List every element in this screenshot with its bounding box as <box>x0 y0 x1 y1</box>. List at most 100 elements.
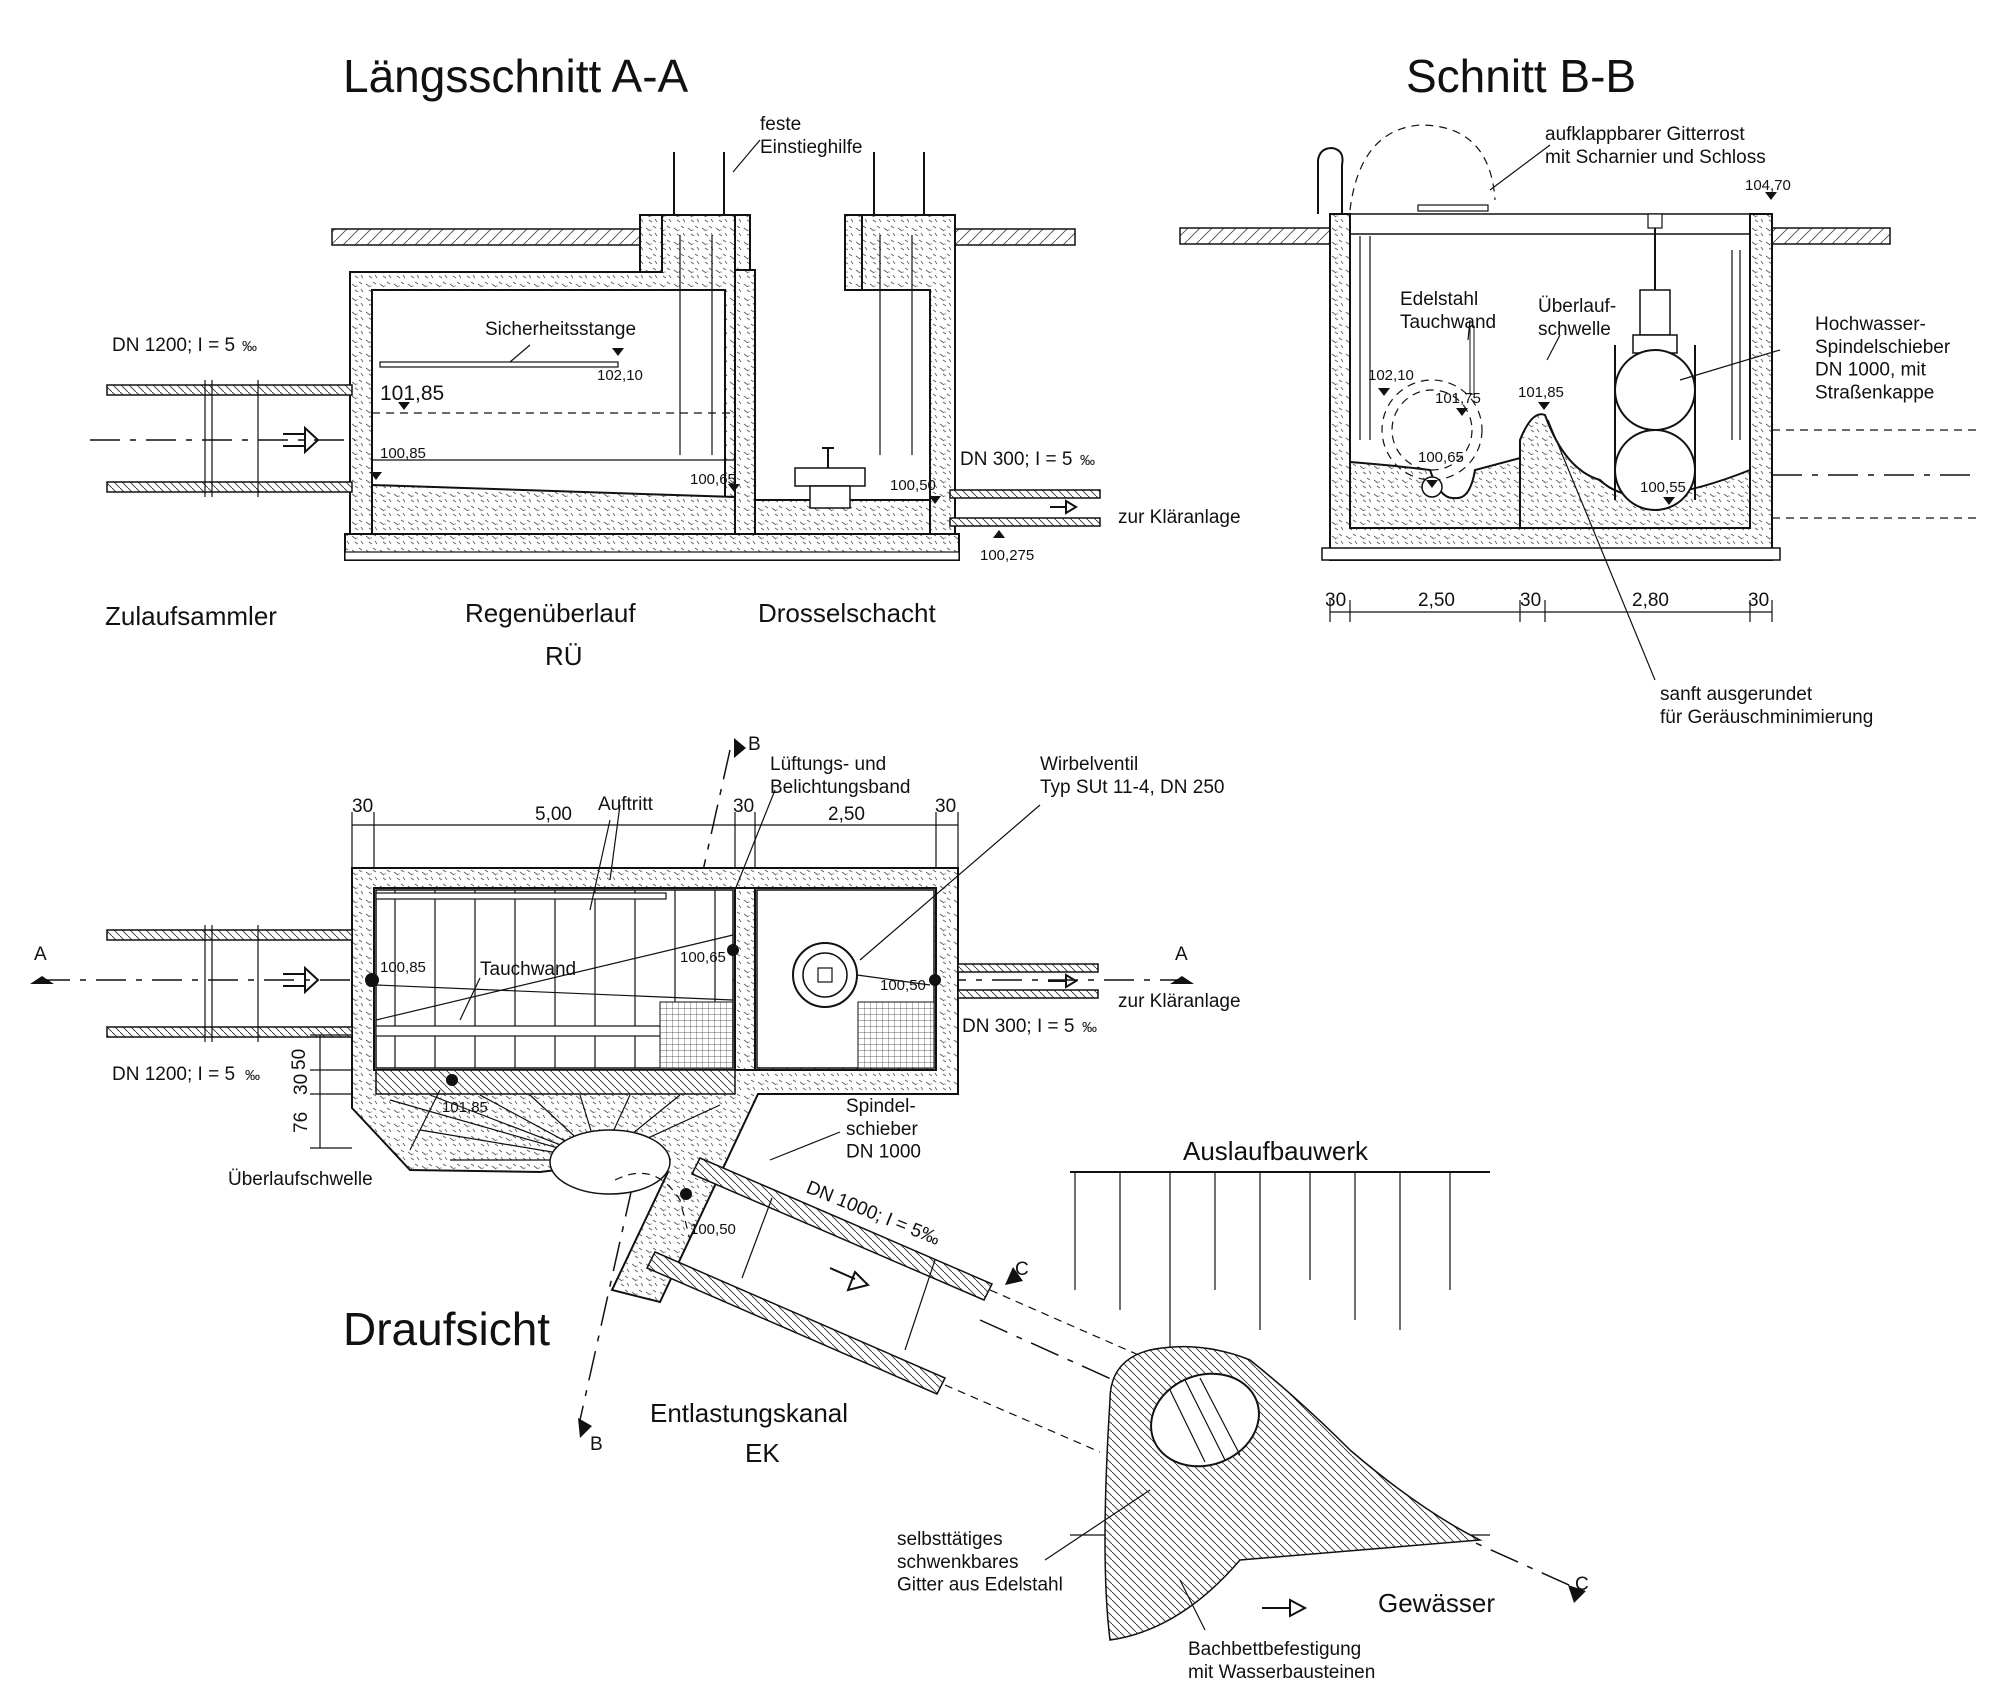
plan-to-plant-label: zur Kläranlage <box>1118 991 1241 1012</box>
plan-inlet-pipe-label: DN 1200; I = 5 <box>112 1064 235 1085</box>
label-throttle-shaft: Drosselschacht <box>758 598 937 628</box>
ladder-right <box>879 235 913 455</box>
throttle-shaft-left <box>844 214 863 291</box>
plan-outlet-fan <box>389 1094 721 1241</box>
grate-frame <box>1329 213 1773 235</box>
level-100-50: 100,50 <box>890 477 936 494</box>
baffle-plate <box>1469 325 1475 395</box>
level-102-10: 102,10 <box>597 367 643 384</box>
cut-b-top: B <box>748 734 761 755</box>
title-longitudinal-section: Längsschnitt A-A <box>343 50 689 102</box>
dim-b-0: 30 <box>1325 590 1346 611</box>
safety-bar <box>379 361 619 368</box>
step-label: Auftritt <box>598 794 654 815</box>
level-100-85: 100,85 <box>380 445 426 462</box>
relief-pipe <box>645 1157 1586 1603</box>
plan-level-100-50b: 100,50 <box>690 1221 736 1238</box>
inlet-pipe-bottom <box>106 481 353 493</box>
throttle-bench <box>754 499 931 535</box>
spindle-gate <box>1614 213 1696 511</box>
plan-level-100-65: 100,65 <box>680 949 726 966</box>
inlet-pipe-label: DN 1200; I = 5 <box>112 335 235 356</box>
level-104-70: 104,70 <box>1745 177 1791 194</box>
b-level-101-85: 101,85 <box>1518 384 1564 401</box>
dim-side-1: 30 <box>291 1074 312 1095</box>
outlet-pipe-permille: ‰ <box>1080 452 1095 469</box>
mesh-overflow <box>659 1001 734 1069</box>
ground-b-right <box>1771 227 1891 245</box>
inlet-pipe-section <box>1381 379 1483 481</box>
b-level-100-55: 100,55 <box>1640 479 1686 496</box>
cut-a-left: A <box>34 944 47 965</box>
cut-b-bottom: B <box>590 1434 603 1455</box>
plan-outlet-pipe-top <box>957 963 1099 973</box>
overflow-bench <box>371 483 736 535</box>
flow-arrow <box>283 425 320 455</box>
level-101-85: 101,85 <box>380 382 444 405</box>
plan-inlet-pipe-bottom <box>106 1026 353 1038</box>
weir-plan-label: Überlaufschwelle <box>228 1169 373 1190</box>
cut-c-top: C <box>1015 1259 1029 1280</box>
plan-weir-strip <box>375 1069 736 1095</box>
title-section-b: Schnitt B-B <box>1406 50 1636 102</box>
relief-channel-label: Entlastungskanal <box>650 1398 848 1428</box>
plan-level-100-50a: 100,50 <box>880 977 926 994</box>
dim-side-2: 76 <box>291 1112 312 1133</box>
blinding-layer <box>344 551 960 561</box>
level-100-65: 100,65 <box>690 471 736 488</box>
plan-outlet-pipe-label: DN 300; I = 5 <box>962 1016 1074 1037</box>
dim-plan-3: 2,50 <box>828 804 865 825</box>
level-100-275: 100,275 <box>980 547 1034 564</box>
plan-level-101-85: 101,85 <box>442 1099 488 1116</box>
b-level-102-10: 102,10 <box>1368 367 1414 384</box>
ladder-left <box>679 235 713 455</box>
plan-outlet-pipe-bottom <box>957 989 1099 999</box>
inlet-pipe-top <box>106 384 353 396</box>
mesh-throttle <box>857 1001 935 1069</box>
dim-side-0: 50 <box>289 1049 310 1070</box>
handhold-right <box>873 152 925 215</box>
dim-plan-0: 30 <box>352 796 373 817</box>
grate-opening-arc <box>1349 124 1496 211</box>
dim-plan-2: 30 <box>733 796 754 817</box>
weir-label: Überlauf-schwelle <box>1538 296 1616 340</box>
cut-a-right: A <box>1175 944 1188 965</box>
plan-view: B B A A C C Lüftungs- undBelichtungsband… <box>30 734 1589 1683</box>
label-overflow: Regenüberlauf <box>465 598 636 628</box>
outlet-structure-label: Auslaufbauwerk <box>1183 1136 1369 1166</box>
ground-surface-left <box>331 228 663 246</box>
b-level-101-75: 101,75 <box>1435 390 1481 407</box>
weir-wall <box>1519 413 1751 529</box>
outlet-pipe-top <box>949 489 1101 499</box>
plan-outlet-permille: ‰ <box>1082 1019 1097 1036</box>
outlet-pipe-label: DN 300; I = 5 <box>960 449 1072 470</box>
cut-c-bottom: C <box>1575 1574 1589 1595</box>
b-level-100-65: 100,65 <box>1418 449 1464 466</box>
to-plant-label: zur Kläranlage <box>1118 507 1241 528</box>
dim-plan-4: 30 <box>935 796 956 817</box>
dim-b-4: 30 <box>1748 590 1769 611</box>
label-overflow-abbr: RÜ <box>545 641 583 671</box>
railing <box>1317 146 1344 214</box>
ground-surface-right <box>954 228 1076 246</box>
title-plan-view: Draufsicht <box>343 1303 550 1355</box>
plan-grating <box>375 890 734 1068</box>
outlet-pipe-bottom <box>949 517 1101 527</box>
handhold-left <box>673 152 725 215</box>
baffle-plan-label: Tauchwand <box>480 959 576 980</box>
safety-bar-label: Sicherheitsstange <box>485 319 636 340</box>
dim-b-2: 30 <box>1520 590 1541 611</box>
